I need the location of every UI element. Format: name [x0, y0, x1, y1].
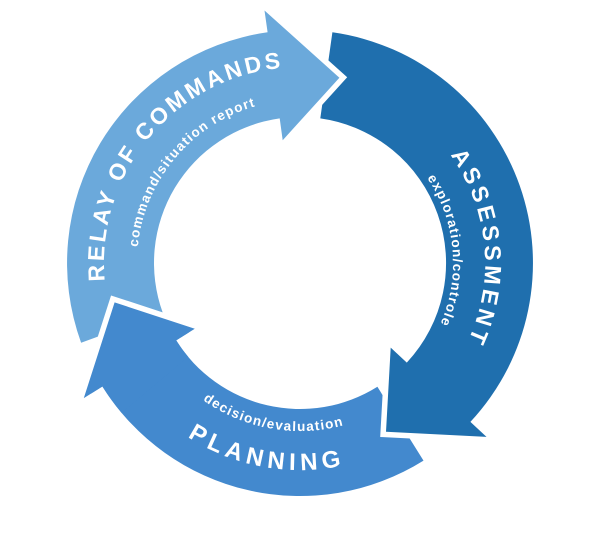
relay-segment — [67, 10, 340, 343]
planning-arrowhead — [83, 302, 195, 413]
assessment-segment — [320, 32, 533, 437]
